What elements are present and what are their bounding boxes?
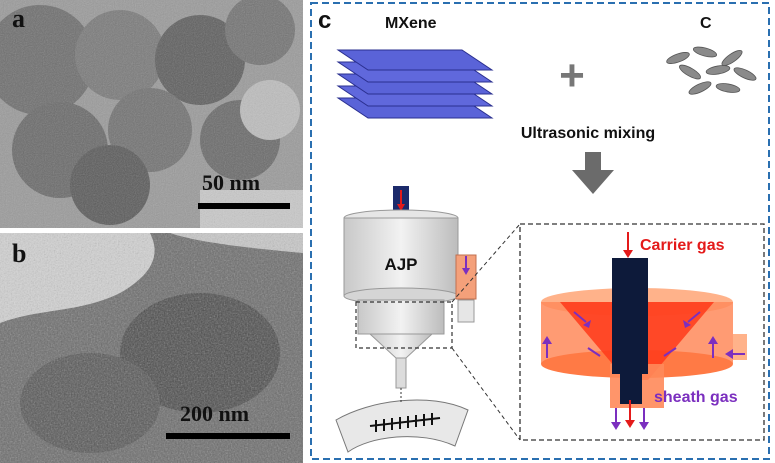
printed-substrate — [335, 388, 469, 453]
zoom-line-bottom — [451, 347, 521, 441]
tem-texture-a — [0, 0, 303, 228]
nozzle-cross-section — [541, 258, 747, 408]
tem-texture-b — [0, 233, 303, 463]
sheath-gas-arrows — [542, 311, 745, 430]
mxene-stack-icon — [336, 49, 494, 119]
carrier-gas-label: Carrier gas — [640, 237, 725, 254]
zoom-line-top — [451, 223, 521, 303]
carbon-particles-icon — [666, 46, 757, 95]
down-arrow-icon — [572, 152, 614, 194]
mixing-label: Ultrasonic mixing — [521, 125, 655, 142]
mxene-label: MXene — [385, 15, 437, 32]
scale-bar-b — [166, 433, 290, 439]
scale-label-b: 200 nm — [180, 401, 250, 426]
zoom-inset-border — [519, 223, 765, 441]
panel-c-border — [310, 2, 770, 460]
sheath-gas-label: sheath gas — [654, 389, 738, 406]
tem-image-b: b 200 nm — [0, 233, 303, 463]
scale-bar-a — [198, 203, 290, 209]
panel-letter-a: a — [12, 4, 25, 33]
tem-image-a: a 50 nm — [0, 0, 303, 228]
carbon-label: C — [700, 15, 712, 32]
panel-letter-b: b — [12, 239, 27, 268]
plus-icon: + — [559, 51, 585, 100]
ajp-device — [343, 186, 477, 389]
ajp-label: AJP — [384, 255, 417, 274]
scale-label-a: 50 nm — [202, 170, 261, 195]
panel-letter-c: c — [318, 7, 331, 34]
carrier-gas-arrows — [623, 232, 635, 428]
